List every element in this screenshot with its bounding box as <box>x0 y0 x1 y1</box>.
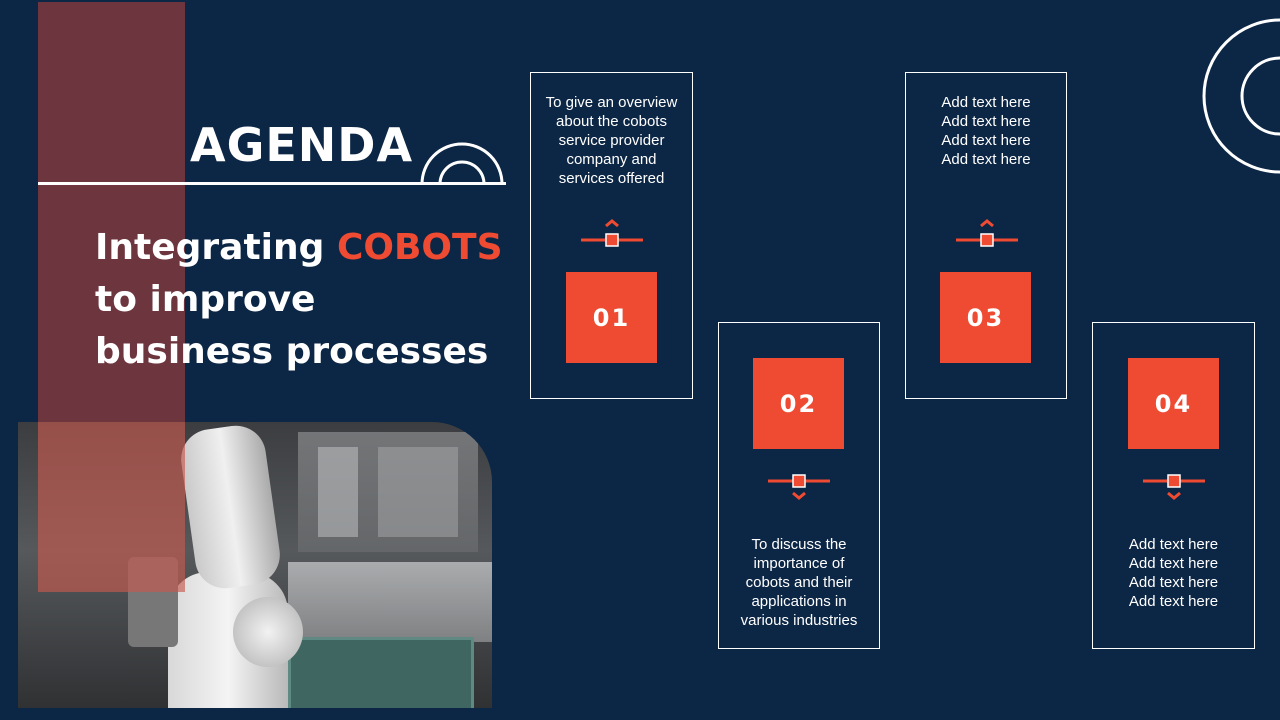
card-2-text: To discuss the importance of cobots and … <box>719 535 879 630</box>
card-text-line: service provider <box>558 132 665 149</box>
card-text-line: Add text here <box>941 151 1031 168</box>
photo-robot-arm <box>177 422 284 593</box>
card-text-line: about the cobots <box>556 113 667 130</box>
photo-robot-joint <box>233 597 303 667</box>
card-1-text: To give an overview about the cobots ser… <box>531 93 692 188</box>
card-3-text: Add text here Add text here Add text her… <box>906 93 1066 169</box>
card-text-line: Add text here <box>941 94 1031 111</box>
card-text-line: cobots and their <box>745 574 853 591</box>
subtitle-line-1: Integrating COBOTS <box>95 222 515 274</box>
card-text-line: To give an overview <box>545 94 678 111</box>
chevron-down-icon <box>1143 474 1205 500</box>
subtitle-line-3: business processes <box>95 331 489 372</box>
subtitle: Integrating COBOTS to improve business p… <box>95 222 515 378</box>
card-3-number: 03 <box>940 272 1031 363</box>
agenda-card-2: 02 To discuss the importance of cobots a… <box>718 322 880 649</box>
photo-window-pane <box>318 447 358 537</box>
card-text-line: applications in <box>751 593 847 610</box>
card-4-text: Add text here Add text here Add text her… <box>1093 535 1254 611</box>
photo-work-table <box>288 562 492 642</box>
agenda-card-4: 04 Add text here Add text here Add text … <box>1092 322 1255 649</box>
arch-decoration <box>420 142 504 184</box>
photo-window-pane <box>378 447 458 537</box>
card-text-line: services offered <box>558 170 665 187</box>
card-text-line: Add text here <box>1128 536 1219 553</box>
card-text-line: company and <box>566 151 657 168</box>
card-text-line: various industries <box>740 612 858 629</box>
subtitle-highlight: COBOTS <box>336 227 503 268</box>
title-underline <box>38 182 506 185</box>
chevron-up-icon <box>956 219 1018 247</box>
card-4-number: 04 <box>1128 358 1219 449</box>
photo-accent-overlay <box>38 422 185 592</box>
chevron-up-icon <box>581 219 643 247</box>
card-text-line: Add text here <box>1128 555 1219 572</box>
page-title: AGENDA <box>190 118 414 172</box>
agenda-card-3: Add text here Add text here Add text her… <box>905 72 1067 399</box>
card-1-number: 01 <box>566 272 657 363</box>
circles-decoration <box>1202 18 1280 174</box>
robot-arm-photo <box>18 422 492 708</box>
card-text-line: To discuss the <box>751 536 847 553</box>
subtitle-line-2: to improve <box>95 279 316 320</box>
card-text-line: Add text here <box>1128 574 1219 591</box>
photo-circuit-tray <box>288 637 474 708</box>
card-text-line: Add text here <box>941 113 1031 130</box>
card-text-line: Add text here <box>941 132 1031 149</box>
card-text-line: importance of <box>753 555 845 572</box>
agenda-card-1: To give an overview about the cobots ser… <box>530 72 693 399</box>
card-text-line: Add text here <box>1128 593 1219 610</box>
card-2-number: 02 <box>753 358 844 449</box>
subtitle-text: Integrating <box>95 227 337 268</box>
chevron-down-icon <box>768 474 830 500</box>
